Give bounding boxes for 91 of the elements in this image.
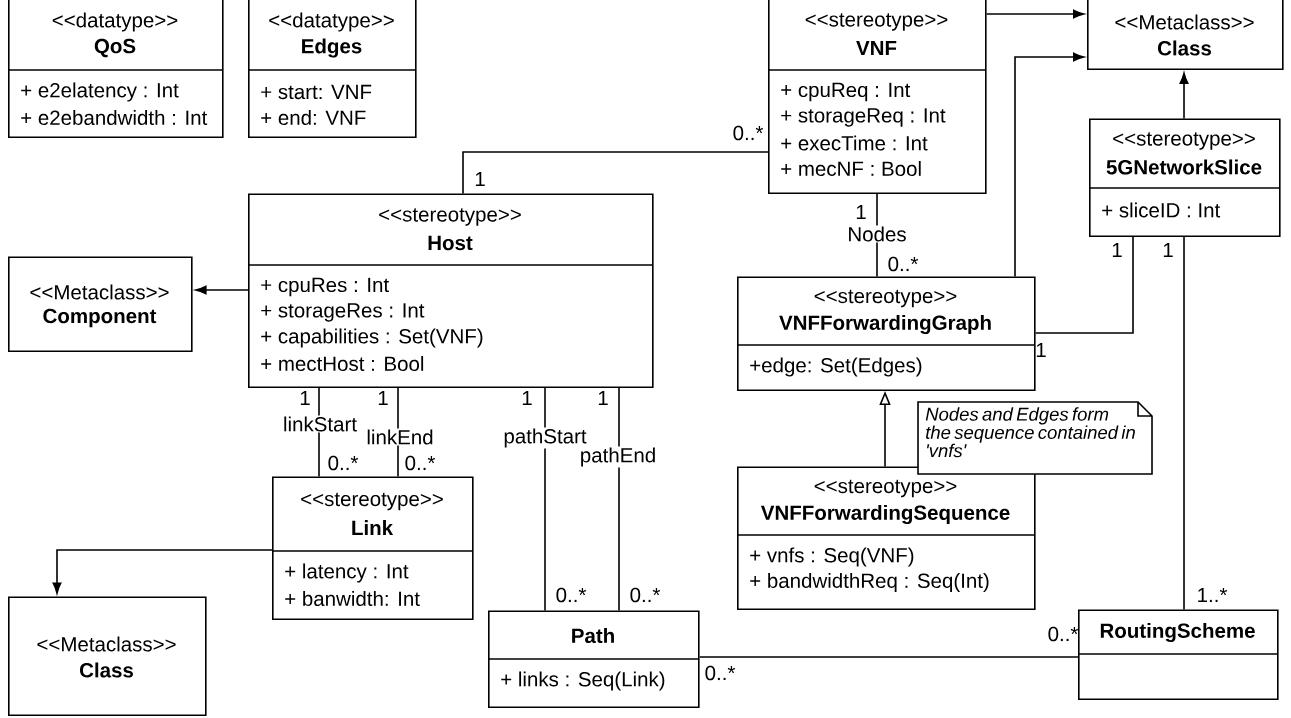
class-name: Host	[428, 235, 473, 251]
attribute-text: + capabilities : Set(VNF)	[261, 328, 483, 348]
stereotype-label: <<stereotype>>	[805, 13, 948, 31]
attribute-text: + cpuReq : Int	[781, 82, 911, 102]
class-name: VNFForwardingGraph	[779, 314, 991, 335]
stereotype-label: <<stereotype>>	[301, 492, 443, 511]
attribute-text: + cpuRes : Int	[261, 277, 389, 297]
attribute-text: + storageRes : Int	[261, 303, 425, 322]
stereotype-label: <<Metaclass>>	[30, 284, 169, 300]
class-box	[271, 476, 474, 620]
stereotype-label: <<Metaclass>>	[37, 636, 176, 652]
arrow	[195, 285, 249, 295]
edge-label: Nodes	[846, 225, 908, 243]
class-box	[1087, 0, 1284, 70]
edge-label: linkStart	[282, 415, 359, 433]
edge-label: linkEnd	[365, 428, 435, 446]
attribute-text: + storageReq : Int	[781, 108, 946, 127]
attribute-text: + e2ebandwidth : Int	[21, 109, 208, 126]
note-box	[917, 401, 1153, 475]
class-name: Component	[43, 308, 157, 328]
class-box	[8, 256, 193, 352]
arrow	[1014, 52, 1085, 278]
attribute-text: + e2elatency : Int	[21, 82, 179, 102]
multiplicity-label: 1	[300, 390, 310, 406]
multiplicity-label: 1	[1112, 242, 1122, 258]
note-text: Nodes and Edges form the sequence contained in 'vnfs'	[925, 407, 1135, 458]
stereotype-label: <<Metaclass>>	[1115, 14, 1254, 30]
arrow	[985, 9, 1085, 19]
multiplicity-label: 1..*	[1198, 587, 1228, 603]
attribute-text: + banwidth: Int	[285, 590, 420, 607]
attribute-text: + links : Seq(Link)	[501, 671, 665, 691]
class-box	[7, 0, 224, 138]
class-box	[736, 276, 1036, 391]
stereotype-label: <<stereotype>>	[1113, 132, 1255, 150]
class-box	[247, 0, 417, 138]
connector-line	[462, 151, 769, 195]
stereotype-label: <<datatype>>	[269, 12, 394, 32]
multiplicity-label: 0..*	[705, 665, 736, 681]
multiplicity-label: 0..*	[733, 125, 764, 141]
attribute-text: + mectHost : Bool	[261, 355, 424, 372]
multiplicity-label: 0..*	[556, 587, 587, 603]
multiplicity-label: 1	[598, 390, 608, 406]
class-name: Class	[80, 662, 133, 678]
class-name: QoS	[94, 38, 136, 58]
connector-line	[1183, 236, 1185, 611]
class-box	[8, 596, 207, 716]
class-name: Class	[1158, 40, 1211, 56]
class-name: Edges	[302, 38, 362, 58]
multiplicity-label: 0..*	[328, 455, 359, 471]
class-box	[247, 193, 654, 388]
attribute-text: +edge: Set(Edges)	[750, 357, 922, 377]
multiplicity-label: 0..*	[405, 455, 436, 471]
class-name: RoutingScheme	[1100, 622, 1255, 643]
class-box	[1077, 609, 1279, 700]
class-name: Link	[352, 520, 394, 535]
connector-line	[544, 387, 546, 612]
attribute-text: + vnfs : Seq(VNF)	[750, 547, 914, 567]
connector-line	[618, 387, 620, 612]
class-box	[487, 610, 700, 708]
stereotype-label: <<stereotype>>	[814, 479, 957, 498]
connector-line	[698, 656, 1079, 658]
multiplicity-label: 1	[378, 390, 388, 406]
class-name: VNF	[856, 40, 897, 56]
class-name: 5GNetworkSlice	[1106, 159, 1262, 175]
stereotype-label: <<stereotype>>	[814, 289, 957, 308]
stereotype-label: <<stereotype>>	[379, 208, 521, 226]
connector-line	[1034, 236, 1134, 334]
multiplicity-label: 0..*	[888, 256, 919, 272]
class-name: VNFForwardingSequence	[760, 504, 1010, 525]
class-name: Path	[572, 627, 614, 644]
multiplicity-label: 1	[1163, 242, 1173, 258]
attribute-text: + mecNF : Bool	[781, 160, 921, 177]
multiplicity-label: 1	[522, 390, 532, 406]
attribute-text: + end: VNF	[261, 109, 366, 126]
multiplicity-label: 1	[1036, 342, 1046, 358]
class-box	[1088, 118, 1281, 237]
arrow	[1179, 72, 1189, 120]
multiplicity-label: 1	[475, 171, 485, 187]
attribute-text: + latency : Int	[285, 563, 409, 583]
attribute-text: + execTime : Int	[781, 135, 928, 151]
stereotype-label: <<datatype>>	[52, 12, 178, 32]
edge-label: pathStart	[502, 427, 588, 449]
arrow	[52, 549, 273, 594]
class-box	[767, 0, 987, 194]
attribute-text: + bandwidthReq : Seq(Int)	[750, 572, 989, 593]
edge-label: pathEnd	[578, 446, 658, 468]
multiplicity-label: 1	[856, 204, 866, 220]
multiplicity-label: 0..*	[1048, 626, 1079, 642]
attribute-text: + start: VNF	[261, 84, 372, 100]
multiplicity-label: 0..*	[630, 587, 661, 603]
attribute-text: + sliceID : Int	[1102, 202, 1221, 218]
